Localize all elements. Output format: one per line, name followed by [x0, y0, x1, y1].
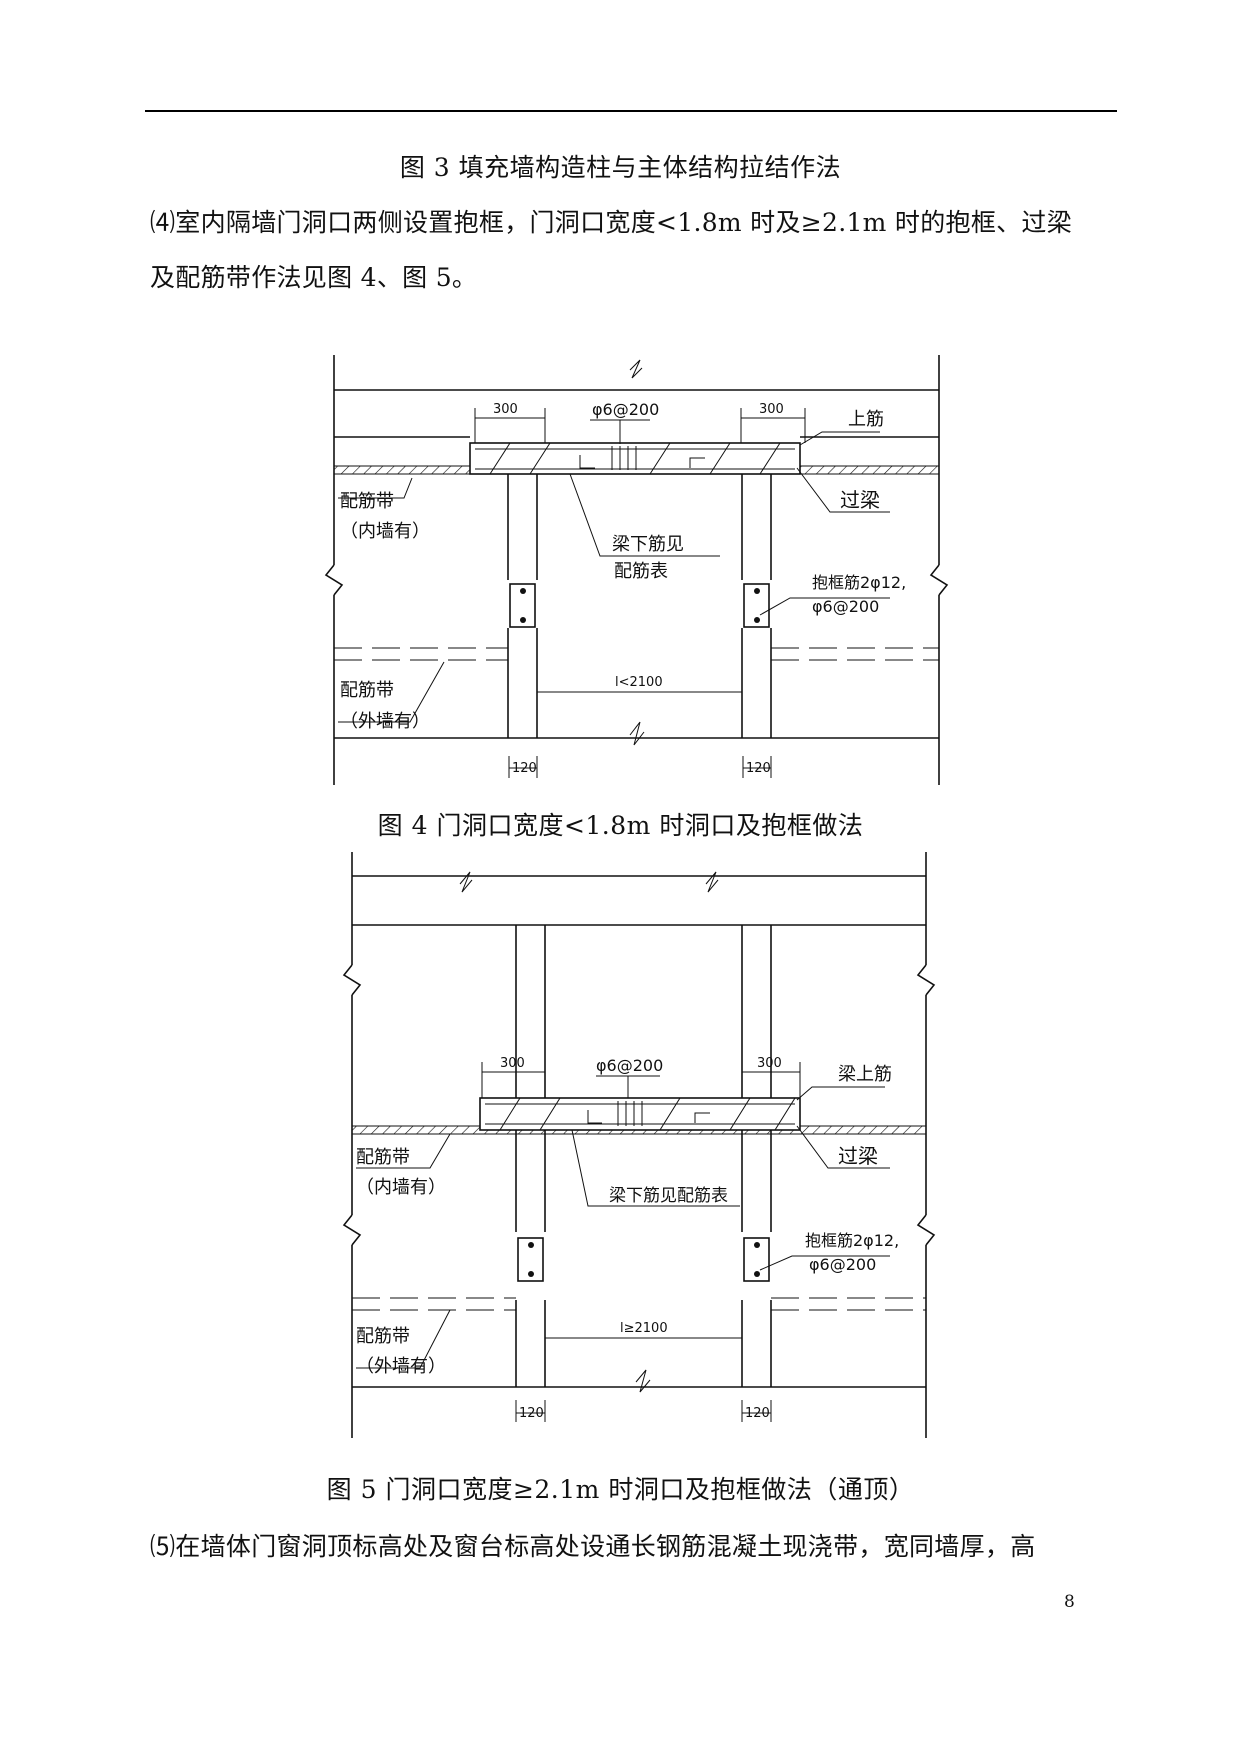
figure-4-drawing: 300 300 φ6@200 上筋 过梁 配筋带 （内墙有） 梁下筋见 配筋表 …: [324, 355, 949, 785]
lintel-beam: [469, 442, 801, 475]
bottom-bar-label: 梁下筋见配筋表: [609, 1186, 728, 1206]
top-bar-label: 梁上筋: [838, 1064, 892, 1085]
figure-4-caption: 图 4 门洞口宽度<1.8m 时洞口及抱框做法: [377, 811, 864, 840]
dimension-lines: [474, 408, 806, 778]
figure-5-caption: 图 5 门洞口宽度≥2.1m 时洞口及抱框做法（通顶）: [326, 1475, 915, 1504]
dim-300-right: 300: [757, 1056, 782, 1071]
wall-outline: [342, 852, 936, 1438]
band-outer-label-2: （外墙有）: [356, 1356, 446, 1377]
page-number: 8: [1064, 1592, 1075, 1612]
dim-120-left: 120: [519, 1406, 544, 1421]
dim-120-right: 120: [745, 1406, 770, 1421]
bottom-bar-label-2: 配筋表: [614, 561, 668, 582]
lintel-label: 过梁: [840, 488, 880, 512]
figure-3-caption: 图 3 填充墙构造柱与主体结构拉结作法: [399, 153, 842, 182]
door-jambs: [515, 925, 772, 1387]
door-jambs: [507, 474, 772, 738]
band-outer-label-1: 配筋带: [340, 680, 394, 701]
top-bar-label: 上筋: [848, 409, 884, 430]
span-label: l≥2100: [620, 1321, 668, 1336]
band-inner-label-1: 配筋带: [356, 1147, 410, 1168]
band-inner-label-2: （内墙有）: [340, 521, 430, 542]
dim-300-left: 300: [493, 402, 518, 417]
band-inner-label-1: 配筋带: [340, 491, 394, 512]
paragraph-5-line-1: ⑸在墙体门窗洞顶标高处及窗台标高处设通长钢筋混凝土现浇带，宽同墙厚，高: [150, 1532, 1036, 1561]
paragraph-4-line-2: 及配筋带作法见图 4、图 5。: [150, 263, 478, 292]
band-inner-label-2: （内墙有）: [356, 1177, 446, 1198]
leader-lines: [356, 1075, 890, 1369]
wall-outline: [324, 355, 949, 785]
dim-300-left: 300: [500, 1056, 525, 1071]
frame-bar-label-2: φ6@200: [812, 597, 879, 616]
header-rule: [145, 110, 1117, 112]
reinforced-band-outer: [334, 647, 939, 661]
bottom-bar-label-1: 梁下筋见: [612, 534, 684, 555]
frame-bar-label-2: φ6@200: [809, 1255, 876, 1274]
span-label: l<2100: [615, 675, 663, 690]
dim-300-right: 300: [759, 402, 784, 417]
frame-bar-label-1: 抱框筋2φ12,: [805, 1231, 899, 1250]
band-outer-label-1: 配筋带: [356, 1326, 410, 1347]
dimension-lines: [481, 1062, 801, 1422]
paragraph-4-line-1: ⑷室内隔墙门洞口两侧设置抱框，门洞口宽度<1.8m 时及≥2.1m 时的抱框、过…: [150, 208, 1073, 237]
reinforced-band-outer: [352, 1297, 926, 1311]
stirrup-label: φ6@200: [592, 400, 659, 419]
stirrup-label: φ6@200: [596, 1056, 663, 1075]
dim-120-left: 120: [512, 761, 537, 776]
band-outer-label-2: （外墙有）: [340, 711, 430, 732]
frame-bar-label-1: 抱框筋2φ12,: [812, 573, 906, 592]
leader-lines: [338, 419, 890, 723]
dim-120-right: 120: [746, 761, 771, 776]
figure-5-drawing: 300 300 φ6@200 梁上筋 过梁 配筋带 （内墙有） 梁下筋见配筋表 …: [342, 852, 936, 1438]
lintel-beam: [479, 1097, 801, 1131]
lintel-label: 过梁: [838, 1144, 878, 1168]
